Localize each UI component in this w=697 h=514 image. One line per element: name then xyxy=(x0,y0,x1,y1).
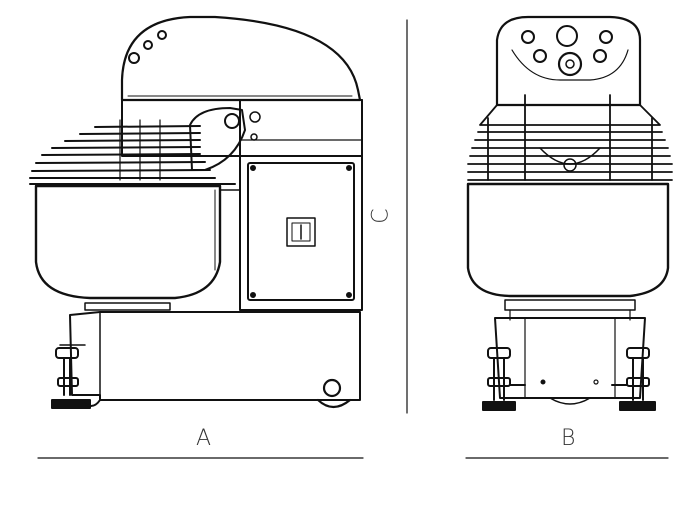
mixing-bowl xyxy=(34,184,222,300)
head-knob xyxy=(128,52,140,64)
switch-icon xyxy=(286,217,316,247)
adjustable-foot xyxy=(51,347,91,409)
tool-arm xyxy=(189,107,246,171)
front-view xyxy=(466,15,673,411)
head-knob xyxy=(143,40,153,50)
front-guard xyxy=(467,131,673,181)
dimension-label-c: C xyxy=(368,208,394,224)
bowl-guard xyxy=(29,125,236,185)
front-head xyxy=(495,15,642,107)
front-knob-main xyxy=(556,25,578,47)
dimension-label-b: B xyxy=(561,426,576,451)
head-dome xyxy=(120,15,362,102)
front-knob xyxy=(599,30,613,44)
front-knob xyxy=(521,30,535,44)
front-base xyxy=(494,317,646,399)
control-panel xyxy=(247,162,355,301)
front-knob xyxy=(593,49,607,63)
front-knob-main xyxy=(557,51,583,77)
front-foot-left xyxy=(482,347,526,411)
front-knob xyxy=(533,49,547,63)
side-view xyxy=(29,15,363,409)
head-knob xyxy=(157,30,167,40)
machine-base xyxy=(69,311,361,401)
arm-wheel xyxy=(224,113,240,129)
front-bowl xyxy=(466,182,670,298)
dimension-label-a: A xyxy=(196,426,212,451)
front-foot-right xyxy=(611,347,656,411)
castor-wheel xyxy=(316,398,352,409)
castor-wheel xyxy=(322,378,342,398)
